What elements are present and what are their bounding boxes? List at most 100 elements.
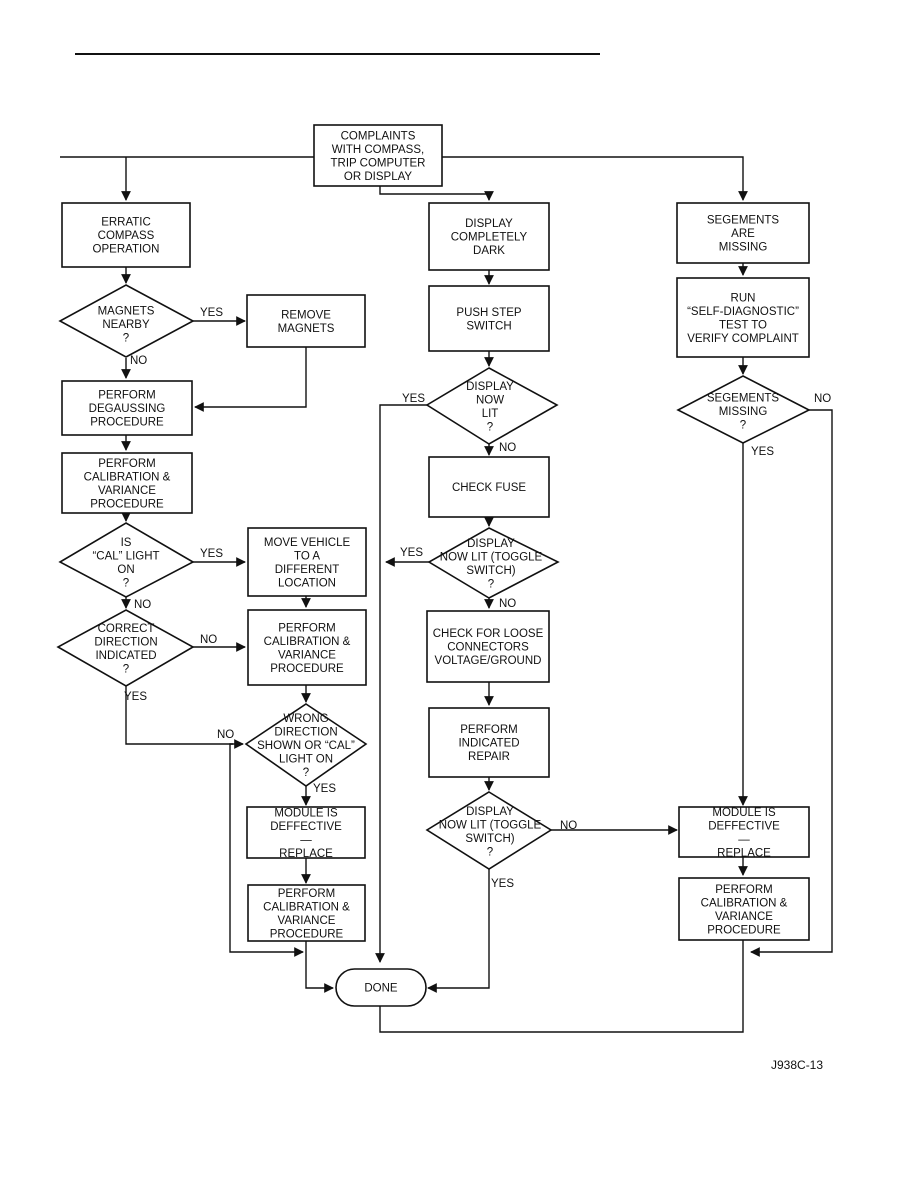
node-text-line: SEGEMENTS [707, 393, 780, 405]
node-text-line: WRONG [283, 713, 328, 725]
label-no-lit3: NO [560, 820, 577, 832]
node-text-line: LOCATION [278, 577, 336, 589]
node-text-line: PROCEDURE [270, 928, 344, 940]
connectors [60, 156, 833, 1033]
label-no-magnets: NO [130, 355, 147, 367]
node-text-line: TEST TO [719, 319, 767, 331]
node-text-line: PERFORM [460, 724, 518, 736]
node-text-line: DEGAUSSING [89, 403, 166, 415]
node-text-line: MAGNETS [278, 323, 335, 335]
node-remove-magnets: REMOVE MAGNETS [246, 294, 366, 348]
node-text-line: OR DISPLAY [344, 171, 412, 183]
node-text-line: DEFFECTIVE [270, 821, 342, 833]
node-text-line: COMPASS [98, 230, 155, 242]
node-text-line: CONNECTORS [447, 642, 529, 654]
node-text-line: VARIANCE [278, 649, 336, 661]
node-text-line: — [738, 834, 750, 846]
node-text-line: DISPLAY [465, 218, 513, 230]
node-text-line: NEARBY [102, 319, 150, 331]
label-no-cal: NO [134, 599, 151, 611]
node-text-line: VARIANCE [278, 915, 336, 927]
node-text-line: MISSING [719, 406, 768, 418]
node-text-line: NOW LIT (TOGGLE [440, 551, 543, 563]
node-text-line: TRIP COMPUTER [331, 157, 426, 169]
figure-code: J938C-13 [771, 1058, 823, 1072]
node-text-line: VOLTAGE/GROUND [435, 655, 542, 667]
node-text-line: ? [488, 578, 494, 590]
node-text-line: REMOVE [281, 309, 331, 321]
node-text-line: SWITCH) [466, 565, 515, 577]
label-no-wrong: NO [217, 729, 234, 741]
node-text-line: “CAL” LIGHT [92, 550, 159, 562]
node-text-line: PUSH STEP [456, 307, 522, 319]
node-text-line: COMPLETELY [451, 232, 528, 244]
node-text-line: VARIANCE [98, 485, 156, 497]
node-text-line: ? [123, 663, 129, 675]
node-text-line: ? [123, 333, 129, 345]
node-text-line: PROCEDURE [90, 498, 164, 510]
node-text-line: DISPLAY [467, 538, 515, 550]
label-no-lit2: NO [499, 598, 516, 610]
node-text-line: DISPLAY [466, 381, 514, 393]
node-text-line: ERRATIC [101, 217, 151, 229]
label-yes-direction: YES [124, 691, 147, 703]
node-text-line: PROCEDURE [707, 924, 781, 936]
node-text-line: MISSING [719, 242, 768, 254]
node-text-line: VERIFY COMPLAINT [687, 333, 799, 345]
label-yes-segs: YES [751, 446, 774, 458]
node-text-line: REPLACE [717, 847, 771, 859]
node-text-line: PERFORM [98, 390, 156, 402]
node-text-line: — [300, 834, 312, 846]
label-yes-magnets: YES [200, 307, 223, 319]
node-done: DONE [335, 968, 427, 1007]
node-text-line: DIRECTION [94, 636, 157, 648]
node-text-line: SEGEMENTS [707, 215, 780, 227]
node-check-fuse: CHECK FUSE [428, 456, 550, 518]
node-text-line: RUN [731, 292, 756, 304]
label-no-direction: NO [200, 634, 217, 646]
node-text-line: DIFFERENT [275, 564, 340, 576]
svg-text:CHECK FUSE: CHECK FUSE [452, 482, 526, 494]
node-text-line: ON [117, 564, 134, 576]
node-text-line: CALIBRATION & [264, 636, 351, 648]
node-text-line: IS [121, 537, 132, 549]
label-yes-lit2: YES [400, 547, 423, 559]
label-yes-cal: YES [200, 548, 223, 560]
node-text-line: REPLACE [279, 848, 333, 860]
node-text-line: MODULE IS [274, 807, 338, 819]
node-text-line: ? [487, 846, 493, 858]
node-text-line: CHECK FUSE [452, 482, 526, 494]
node-text-line: ? [740, 420, 746, 432]
node-text-line: ? [303, 767, 309, 779]
node-text-line: SHOWN OR “CAL” [257, 740, 355, 752]
node-text-line: NOW LIT (TOGGLE [439, 819, 542, 831]
node-text-line: ? [487, 421, 493, 433]
